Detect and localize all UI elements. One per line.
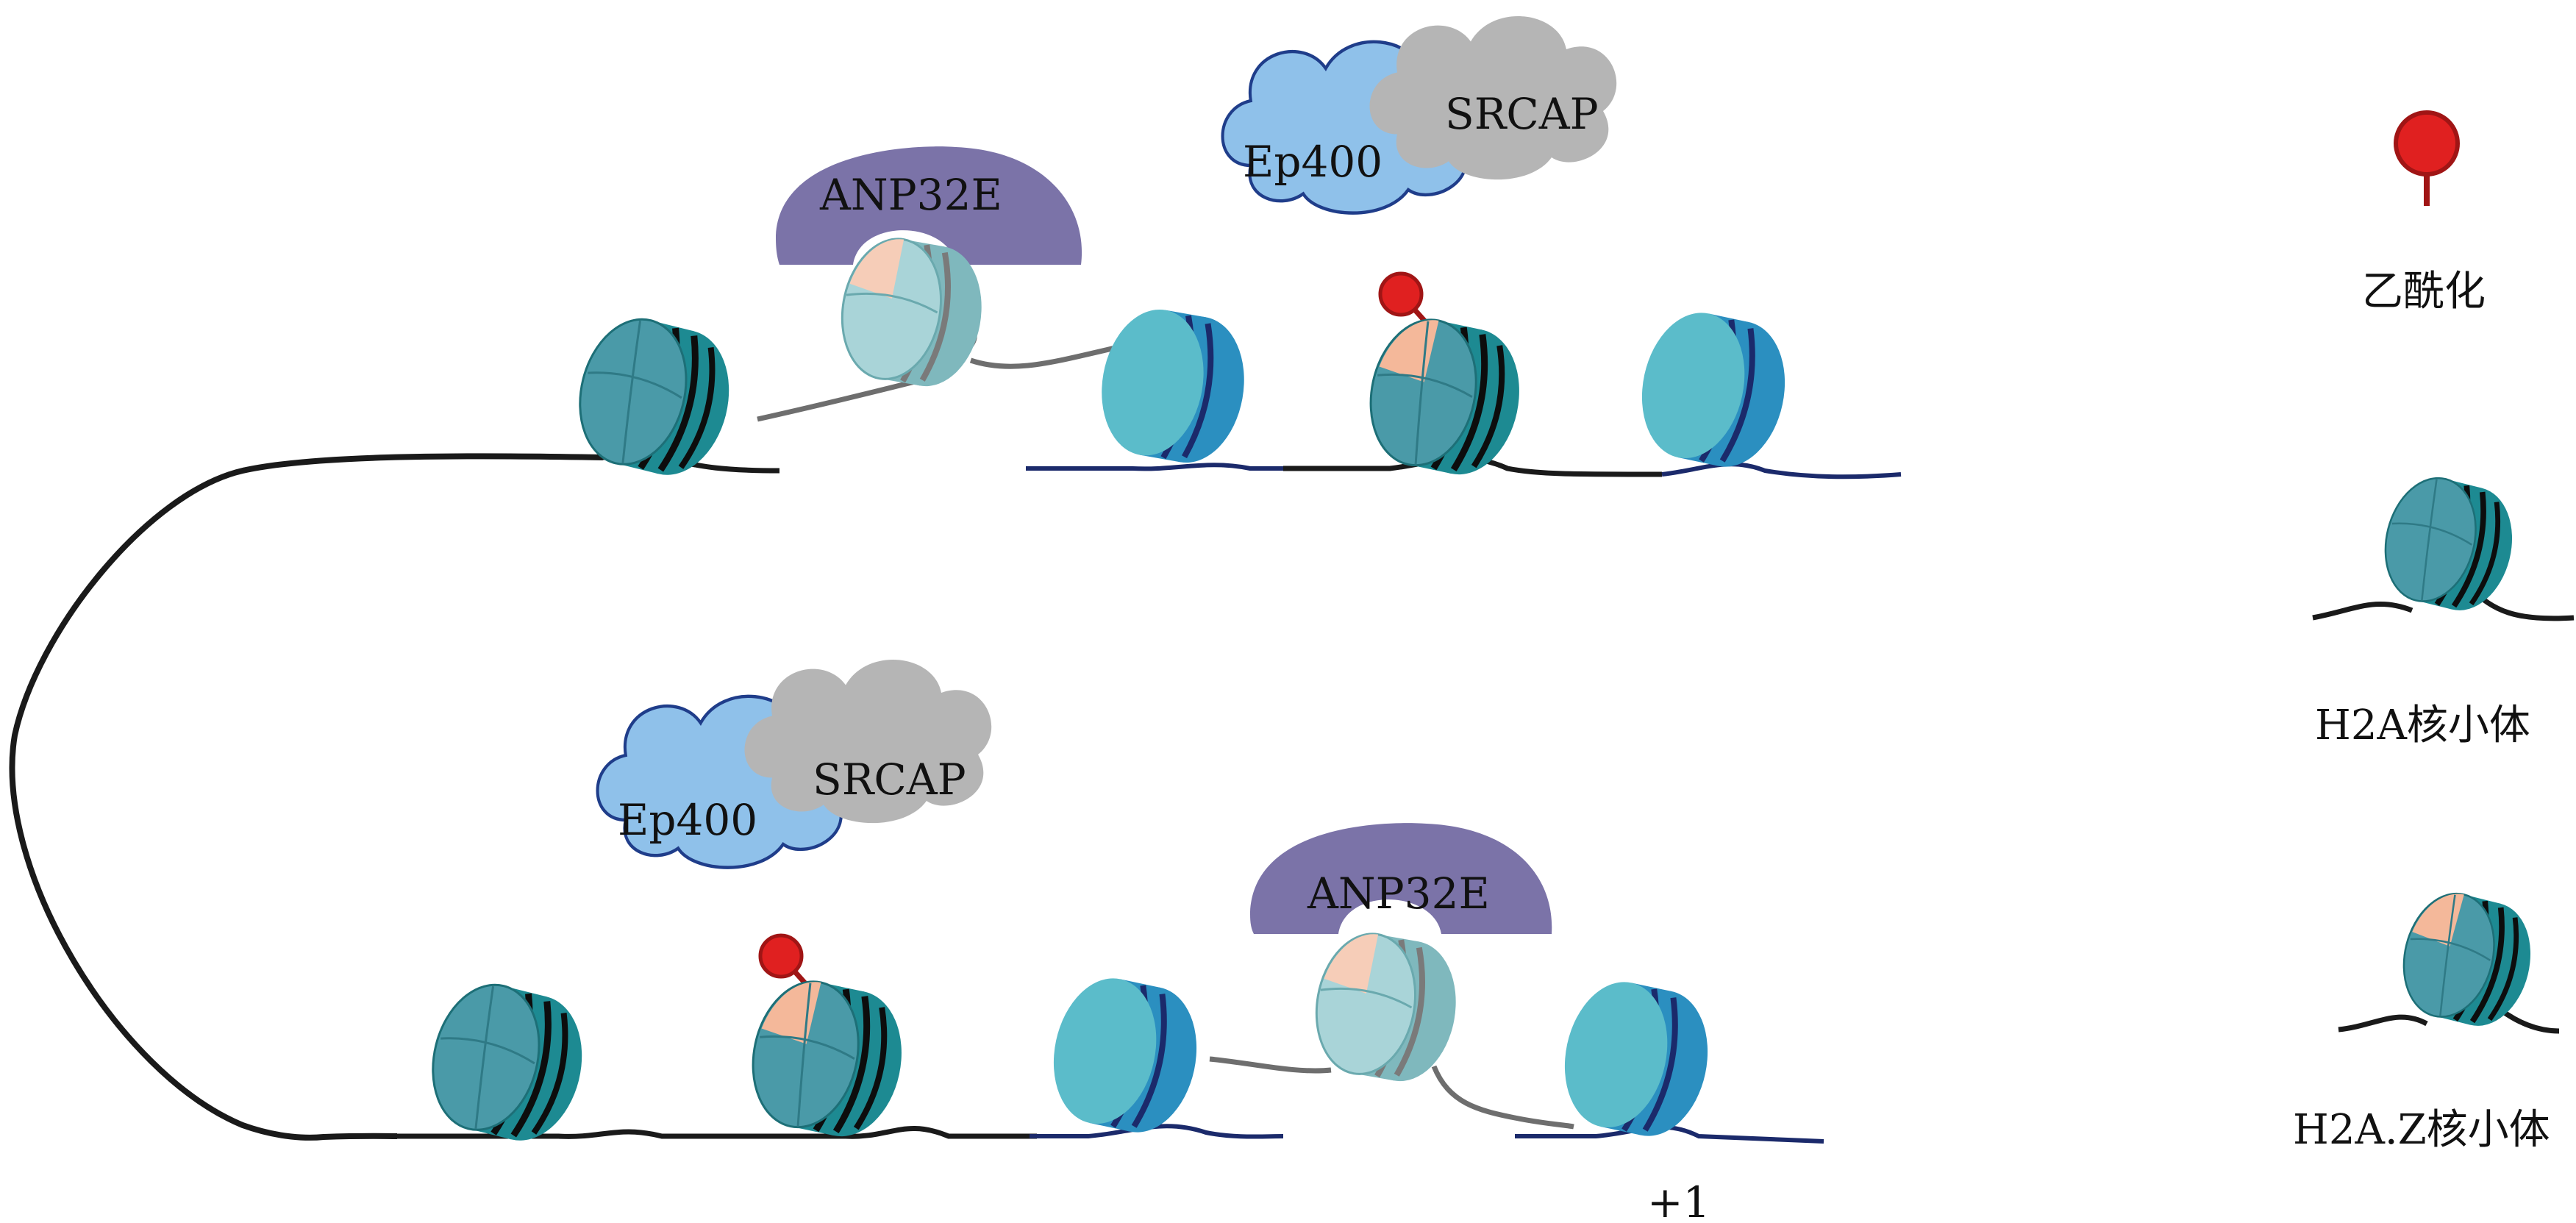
ep400-srcap-complex-top: Ep400 SRCAP — [1223, 15, 1617, 213]
legend-h2az-label: H2A.Z核小体 — [2293, 1106, 2550, 1154]
legend-h2a-label: H2A核小体 — [2315, 702, 2530, 749]
anp32e-shape-bot — [1250, 823, 1552, 934]
bottom-row: Ep400 SRCAP ANP32E +1 — [418, 659, 1721, 1223]
dna-top-4 — [1661, 462, 1902, 479]
nucleosome-light-top-1 — [1091, 302, 1255, 471]
nucleosome-evicted-bot — [1306, 926, 1466, 1089]
srcap-label-bot: SRCAP — [813, 755, 966, 805]
nucleosome-h2a-bot — [418, 974, 596, 1152]
nucleosome-light-bot-2 — [1552, 972, 1720, 1146]
acetyl-mark-bot — [758, 933, 813, 991]
nucleosome-h2az-bot — [740, 971, 914, 1146]
nucleosome-light-top-2 — [1629, 303, 1797, 477]
plus-one-marker: +1 — [1647, 1177, 1710, 1223]
anp32e-complex-bot: ANP32E — [1250, 823, 1552, 1089]
srcap-label-top: SRCAP — [1445, 89, 1599, 139]
legend: 乙酰化 H2A核小体 H2A.Z核小体 — [2293, 110, 2575, 1154]
dna-loop — [9, 453, 604, 1141]
legend-h2az-nucleosome-icon — [2391, 884, 2543, 1035]
anp32e-label-top: ANP32E — [819, 170, 1002, 220]
legend-acetylation-label: 乙酰化 — [2362, 268, 2486, 315]
dna-bot-gray — [1209, 1056, 1574, 1130]
legend-h2a-nucleosome-icon — [2373, 468, 2525, 620]
dna-bot-2 — [757, 1126, 1037, 1139]
anp32e-complex-top: ANP32E — [776, 146, 1082, 394]
ep400-srcap-complex-bot: Ep400 SRCAP — [598, 659, 992, 868]
dna-bot-1 — [397, 1129, 757, 1139]
dna-bot-3 — [1030, 1124, 1284, 1139]
top-row: ANP32E Ep400 SRCAP — [565, 15, 1798, 486]
ep400-label-bot: Ep400 — [618, 795, 757, 845]
anp32e-label-bot: ANP32E — [1307, 869, 1490, 919]
nucleosome-h2az-top — [1357, 310, 1532, 484]
dna-top-2 — [1026, 463, 1294, 471]
anp32e-shape — [776, 146, 1082, 265]
acetyl-mark-top — [1378, 271, 1433, 329]
nucleosome-light-bot-1 — [1041, 969, 1209, 1142]
ep400-label-top: Ep400 — [1243, 137, 1382, 187]
legend-acetyl-icon — [2394, 110, 2460, 206]
